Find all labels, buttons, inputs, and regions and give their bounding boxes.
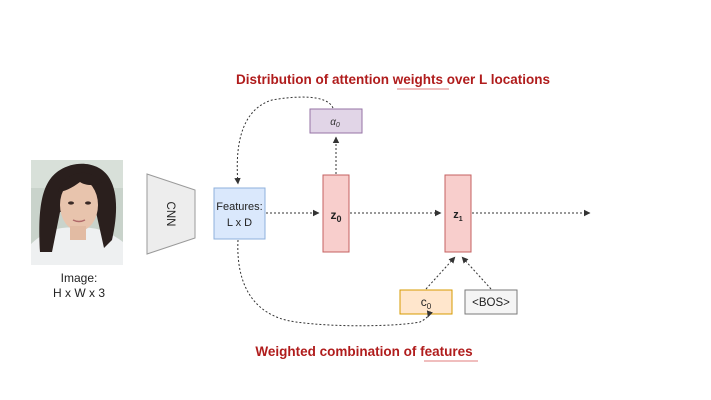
alpha0-label: α0: [330, 117, 340, 129]
z1-label: z1: [453, 209, 463, 223]
edge-alpha0-to-features: [234, 96, 334, 185]
alpha0-box: [309, 108, 363, 134]
features-box: [213, 187, 266, 240]
bottom-caption-underlined-word: features: [420, 344, 473, 359]
z0-label: z0: [330, 208, 341, 224]
c0-label: c0: [421, 295, 432, 311]
cnn-label: CNN: [164, 202, 176, 227]
image-label-line2: H x W x 3: [53, 286, 105, 300]
top-caption: Distribution of attention weights over L…: [236, 72, 550, 87]
bos-box: [464, 289, 518, 315]
bottom-caption: Weighted combination of features: [255, 344, 472, 359]
features-label-line1: Features:: [216, 201, 262, 213]
top-caption-underlined-word: weights: [392, 72, 443, 87]
face-photo: [31, 160, 123, 265]
features-label-line2: L x D: [227, 217, 252, 229]
cnn-block: [146, 173, 196, 255]
image-label-line1: Image:: [61, 271, 98, 285]
bos-label: <BOS>: [472, 297, 510, 309]
diagram-edges: [234, 96, 591, 327]
z1-box: [444, 174, 472, 253]
c0-box: [399, 289, 453, 315]
edge-c0-to-z1: [425, 256, 456, 290]
edge-features-to-c0: [237, 239, 433, 327]
edge-bos-to-z1: [461, 256, 492, 290]
z0-box: [322, 174, 350, 253]
